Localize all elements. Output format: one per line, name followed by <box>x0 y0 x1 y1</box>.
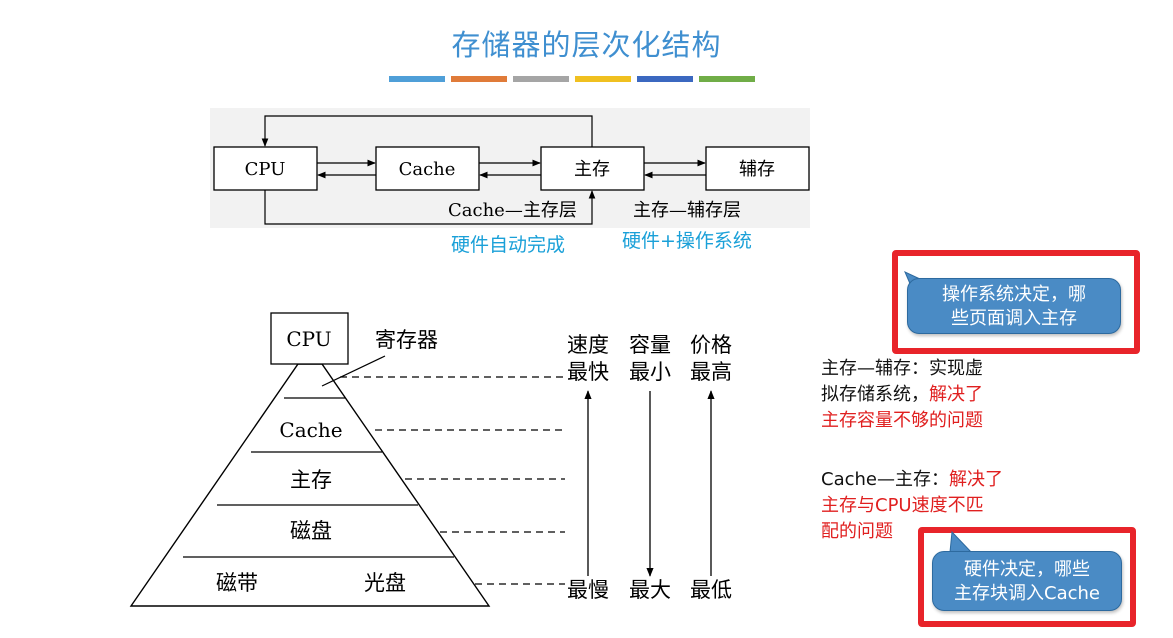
highlight-box-os <box>892 250 1140 354</box>
bubble-hw-line2: 主存块调入Cache <box>954 583 1100 604</box>
head-speed: 速度 <box>567 333 609 357</box>
bottom-price: 最低 <box>690 578 732 602</box>
pyramid-cache-label: Cache <box>279 418 342 442</box>
top-main-box <box>540 146 645 191</box>
layer2-caption: 硬件+操作系统 <box>622 230 752 252</box>
color-bar-3 <box>513 76 569 82</box>
top-aux-box <box>705 146 810 191</box>
register-label: 寄存器 <box>375 328 438 352</box>
note-cache-main-line2: 主存与CPU速度不匹 <box>821 495 984 516</box>
pyramid-cpu-label: CPU <box>286 327 331 351</box>
note-main-aux-line3: 主存容量不够的问题 <box>821 410 983 431</box>
color-bar-2 <box>451 76 507 82</box>
head-price: 价格 <box>690 333 732 357</box>
note-main-aux: 主存—辅存：实现虚 拟存储系统，解决了 主存容量不够的问题 <box>821 356 983 434</box>
top-main-label: 主存 <box>574 159 610 180</box>
color-bar-4 <box>575 76 631 82</box>
top-capacity: 最小 <box>629 360 671 384</box>
callout-bubble-os: 操作系统决定，哪 些页面调入主存 <box>907 278 1121 334</box>
loop-main-to-cpu <box>261 115 593 147</box>
bottom-speed: 最慢 <box>567 578 609 602</box>
pyramid-main-label: 主存 <box>290 468 332 492</box>
bubble-hw-line1: 硬件决定，哪些 <box>964 559 1090 580</box>
page-title: 存储器的层次化结构 <box>451 28 722 62</box>
layer1-caption: 硬件自动完成 <box>451 234 566 256</box>
register-pointer <box>321 355 386 387</box>
top-cache-box <box>375 146 480 191</box>
title-color-bars <box>389 76 755 82</box>
layer1-label: Cache—主存层 <box>448 200 577 221</box>
pyramid-tape-label: 磁带 <box>216 571 258 595</box>
pyramid-disk-label: 磁盘 <box>290 519 332 543</box>
callout-bubble-hardware: 硬件决定，哪些 主存块调入Cache <box>932 551 1122 611</box>
bubble-os-line2: 些页面调入主存 <box>951 308 1077 329</box>
pyramid-optical-label: 光盘 <box>364 571 406 595</box>
bubble-os-line1: 操作系统决定，哪 <box>942 284 1086 305</box>
top-cpu-box <box>213 146 318 191</box>
top-cache-label: Cache <box>399 159 456 180</box>
bottom-capacity: 最大 <box>629 578 671 602</box>
top-aux-label: 辅存 <box>739 159 775 180</box>
note-cache-main: Cache—主存：解决了 主存与CPU速度不匹 配的问题 <box>821 467 1003 545</box>
top-price: 最高 <box>690 360 732 384</box>
head-capacity: 容量 <box>629 333 671 357</box>
layer2-label: 主存—辅存层 <box>633 200 741 221</box>
pyramid-cpu-box <box>270 312 349 365</box>
color-bar-6 <box>699 76 755 82</box>
color-bar-1 <box>389 76 445 82</box>
top-speed: 最快 <box>567 360 609 384</box>
note-main-aux-line2: 拟存储系统，解决了 <box>821 384 983 405</box>
note-cache-main-line3: 配的问题 <box>821 521 893 542</box>
note-main-aux-line1: 主存—辅存：实现虚 <box>821 358 983 379</box>
color-bar-5 <box>637 76 693 82</box>
loop-cpu-to-main <box>264 190 596 225</box>
highlight-box-hardware <box>918 527 1136 627</box>
top-cpu-label: CPU <box>245 159 286 180</box>
note-cache-main-line1: Cache—主存：解决了 <box>821 469 1003 490</box>
